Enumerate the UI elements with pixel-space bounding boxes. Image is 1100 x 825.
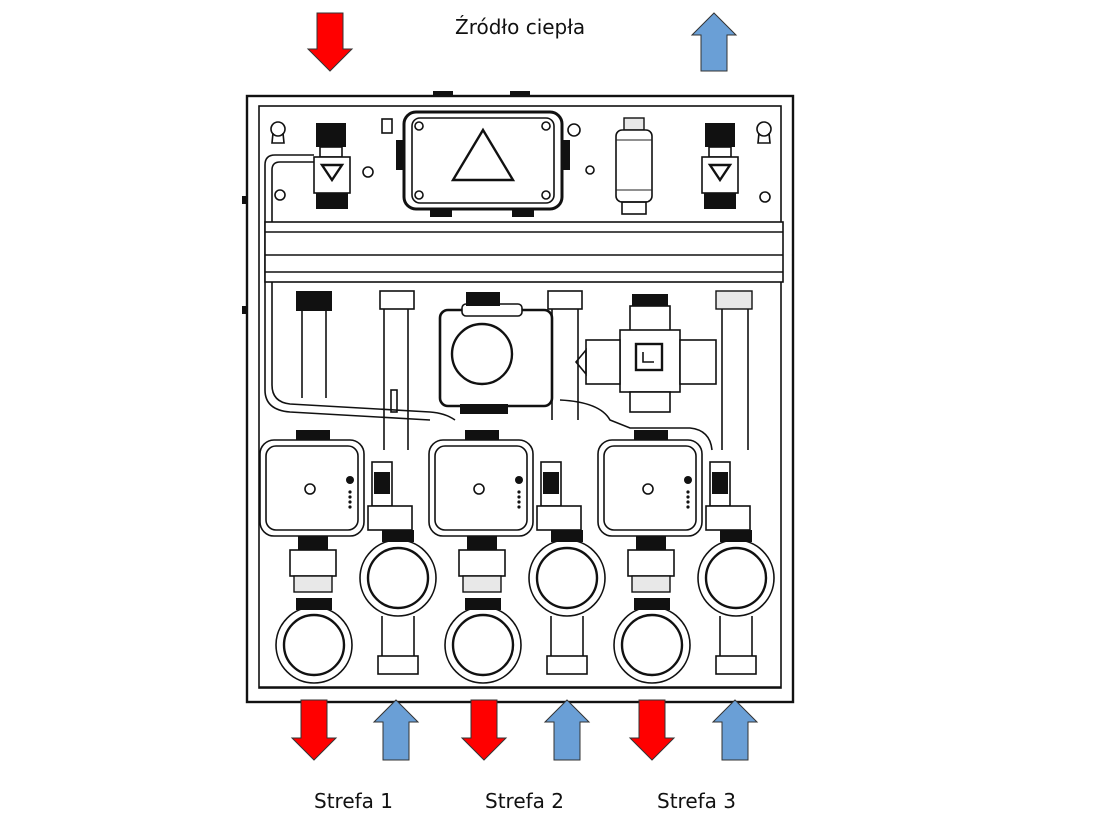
zone-return-arrow [543, 699, 591, 761]
zone-supply-arrow [460, 699, 508, 761]
controller-box [396, 110, 581, 217]
zone-return-arrow [711, 699, 759, 761]
zone-3-label: Strefa 3 [657, 789, 737, 813]
zone-return-arrow [372, 699, 420, 761]
keyhole-left [270, 121, 286, 144]
heat-source-label: Źródło ciepła [455, 15, 586, 39]
zone-supply-arrow [628, 699, 676, 761]
heat-source-supply-arrow [306, 12, 354, 72]
zone-supply-arrow [290, 699, 338, 761]
three-way-valve [574, 294, 717, 413]
hydraulic-separator [264, 221, 784, 283]
zone-1-label: Strefa 1 [314, 789, 394, 813]
cabinet-inner-frame [258, 105, 782, 689]
supply-shutoff-valve [313, 123, 351, 209]
zone-pump-group [597, 430, 775, 684]
keyhole-right [756, 121, 772, 144]
return-shutoff-valve [701, 123, 739, 209]
heat-source-return-arrow [690, 12, 738, 72]
air-vent [615, 117, 653, 215]
mixing-valve-actuator [438, 303, 554, 414]
zone-pump-group [259, 430, 437, 684]
zone-2-label: Strefa 2 [485, 789, 565, 813]
zone-pump-group [428, 430, 606, 684]
